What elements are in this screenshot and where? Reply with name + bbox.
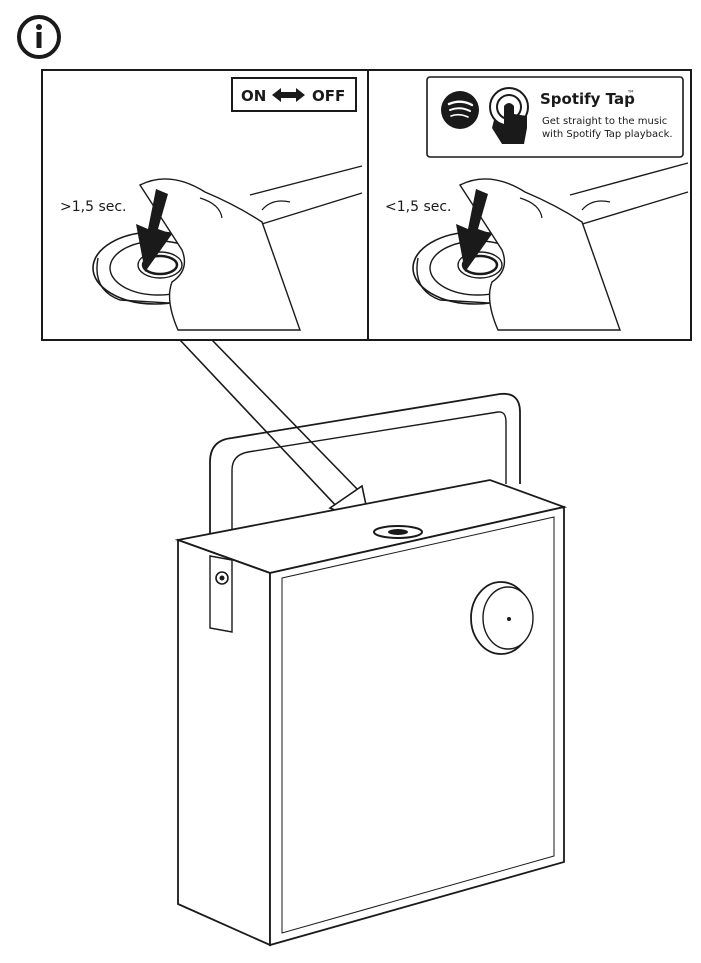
left-press-duration: >1,5 sec. — [60, 199, 127, 215]
tap-hand-icon — [489, 87, 529, 144]
spotify-tm: ™ — [627, 89, 635, 98]
left-press-illustration — [92, 165, 363, 331]
on-off-badge: ON OFF — [231, 77, 357, 112]
right-press-duration: <1,5 sec. — [385, 199, 452, 215]
toggle-off-label: OFF — [312, 87, 345, 105]
spotify-logo-icon — [441, 91, 479, 129]
spotify-title: Spotify Tap — [540, 90, 635, 108]
spotify-line2: with Spotify Tap playback. — [542, 129, 673, 140]
press-down-arrow — [456, 189, 492, 272]
double-arrow-icon — [272, 88, 305, 102]
right-press-illustration — [412, 162, 689, 331]
callout-arrow — [179, 339, 372, 526]
info-icon — [17, 15, 61, 59]
spotify-line1: Get straight to the music — [542, 116, 667, 127]
press-down-arrow — [136, 189, 172, 272]
toggle-on-label: ON — [241, 87, 266, 105]
speaker-illustration — [174, 392, 568, 947]
spotify-tap-card: Spotify Tap ™ Get straight to the music … — [426, 76, 684, 158]
